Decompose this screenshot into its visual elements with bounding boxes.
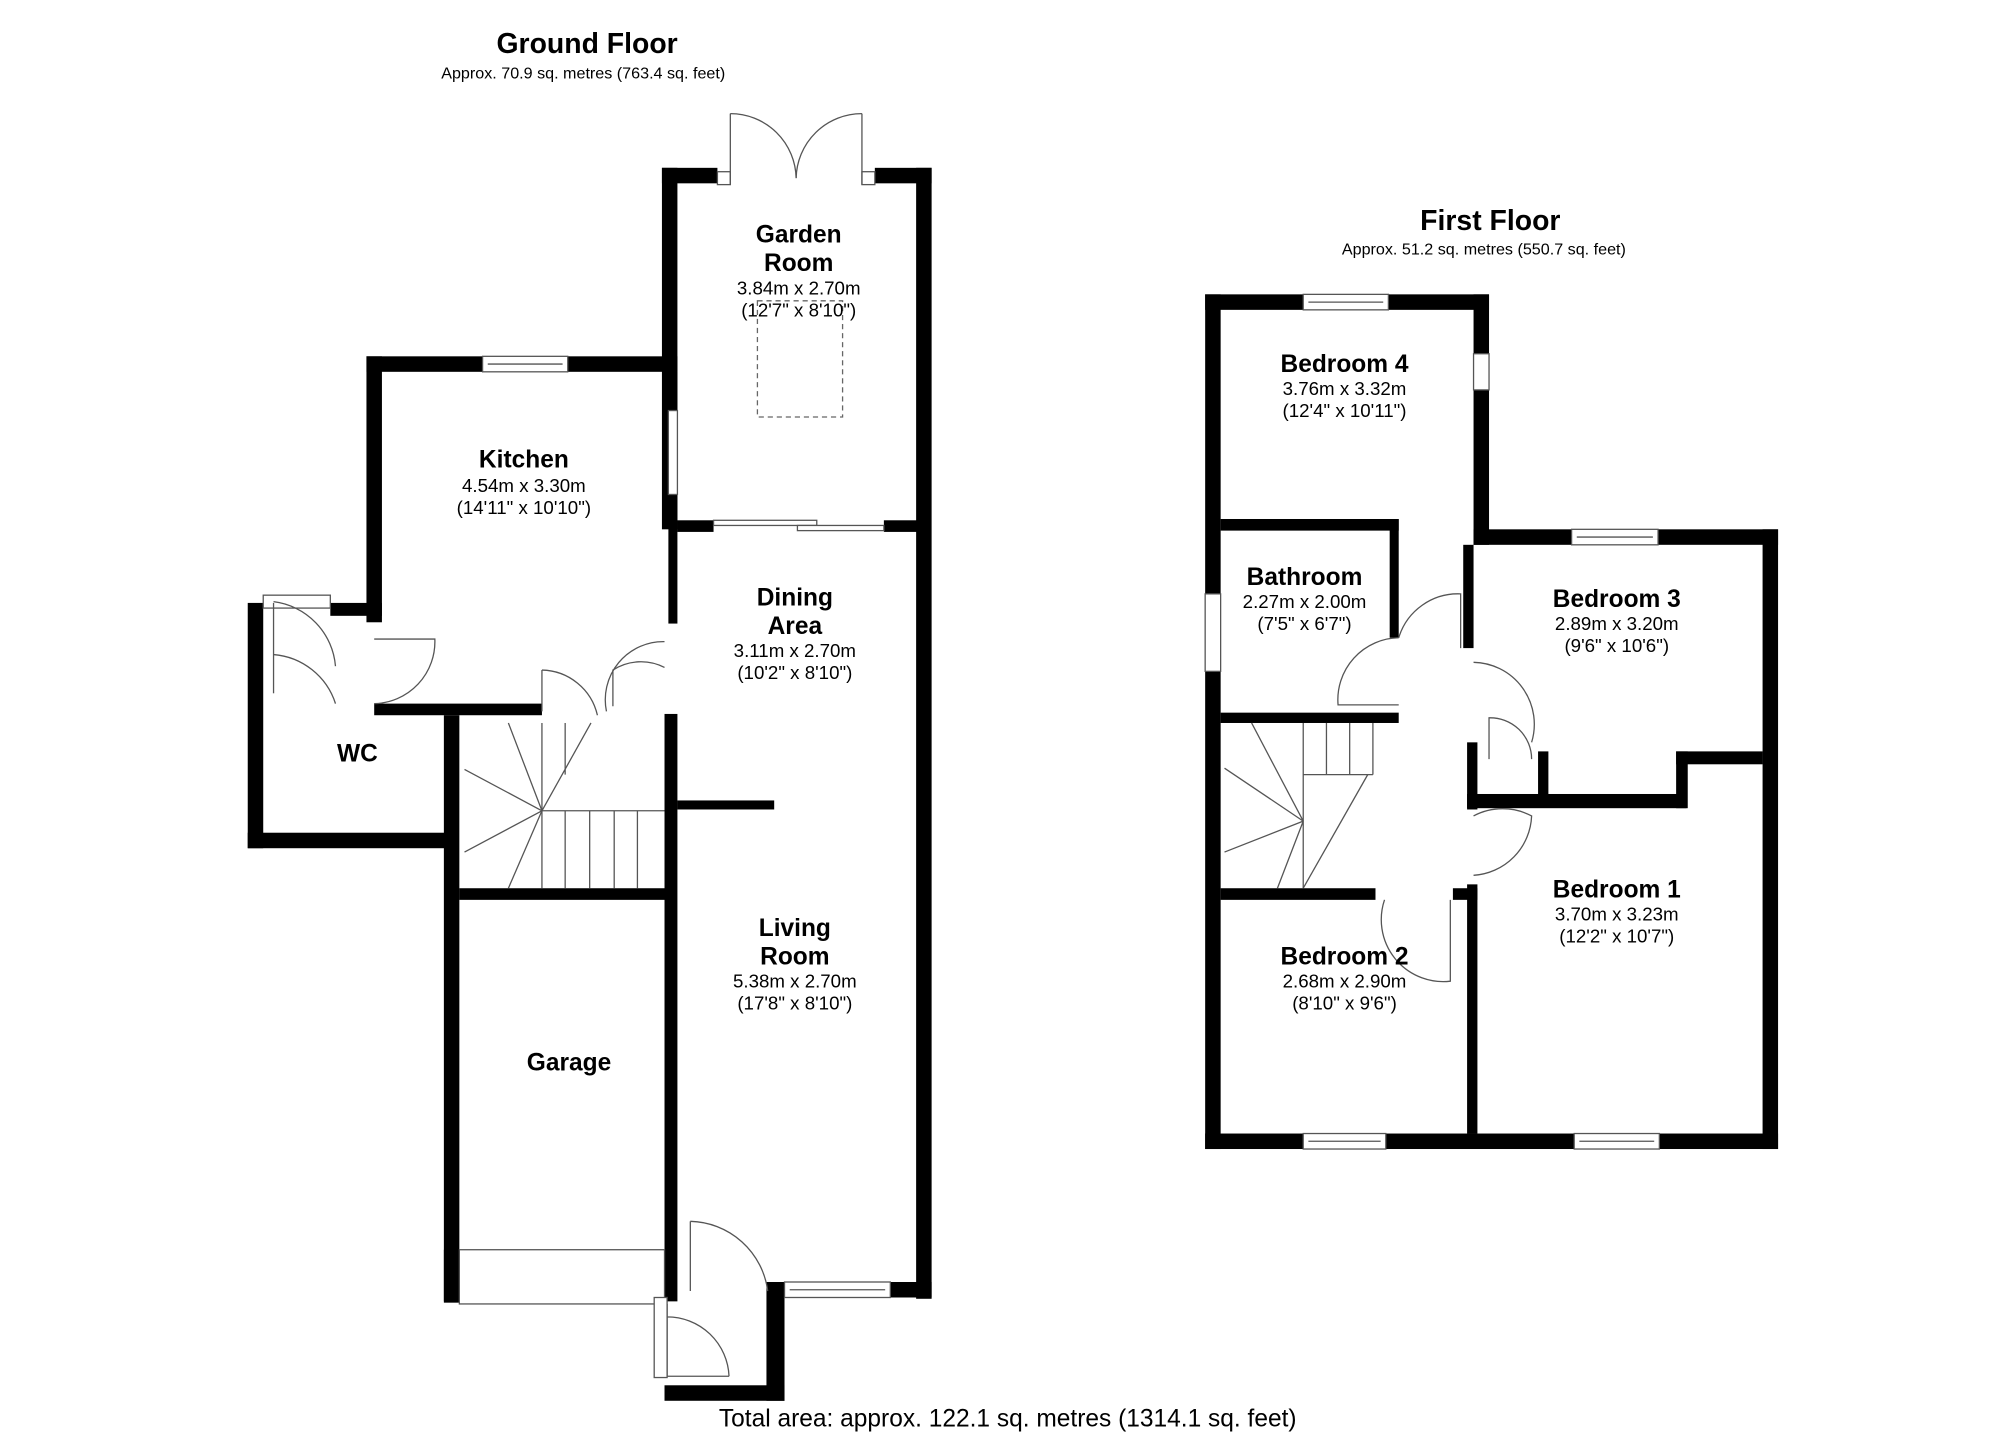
svg-text:Room: Room <box>760 943 829 970</box>
room-dining-area: Dining Area 3.11m x 2.70m (10'2" x 8'10"… <box>734 584 856 683</box>
room-wc: WC <box>337 741 378 768</box>
svg-text:Bedroom 4: Bedroom 4 <box>1281 351 1409 378</box>
svg-text:2.68m x 2.90m: 2.68m x 2.90m <box>1283 971 1407 992</box>
room-bedroom-3: Bedroom 3 2.89m x 3.20m (9'6" x 10'6") <box>1553 586 1681 656</box>
svg-text:(12'4" x 10'11"): (12'4" x 10'11") <box>1283 400 1407 421</box>
svg-text:3.76m x 3.32m: 3.76m x 3.32m <box>1283 378 1407 399</box>
svg-text:3.84m x 2.70m: 3.84m x 2.70m <box>737 277 861 298</box>
room-living-room: Living Room 5.38m x 2.70m (17'8" x 8'10"… <box>733 915 857 1014</box>
ground-floor-fixtures <box>262 112 891 1379</box>
svg-text:Bedroom 1: Bedroom 1 <box>1553 876 1681 903</box>
room-garage: Garage <box>527 1049 611 1076</box>
svg-text:Room: Room <box>764 250 833 277</box>
ground-floor-title: Ground Floor <box>496 28 677 60</box>
first-floor-title: First Floor <box>1420 205 1560 237</box>
first-floor-walls <box>1205 294 1779 1150</box>
svg-text:WC: WC <box>337 741 378 768</box>
svg-text:Garage: Garage <box>527 1049 611 1076</box>
svg-text:2.27m x 2.00m: 2.27m x 2.00m <box>1243 591 1367 612</box>
svg-text:(9'6" x 10'6"): (9'6" x 10'6") <box>1564 635 1669 656</box>
svg-text:5.38m x 2.70m: 5.38m x 2.70m <box>733 971 857 992</box>
svg-text:Bathroom: Bathroom <box>1247 564 1363 591</box>
svg-text:Area: Area <box>768 613 823 640</box>
svg-text:Bedroom 2: Bedroom 2 <box>1281 943 1409 970</box>
first-floor-fixtures <box>1204 293 1660 1150</box>
svg-text:4.54m x 3.30m: 4.54m x 3.30m <box>462 475 586 496</box>
svg-text:(17'8" x 8'10"): (17'8" x 8'10") <box>737 993 852 1014</box>
svg-text:Garden: Garden <box>756 222 842 249</box>
svg-text:3.11m x 2.70m: 3.11m x 2.70m <box>734 640 856 661</box>
first-floor-area: Approx. 51.2 sq. metres (550.7 sq. feet) <box>1342 240 1626 258</box>
ground-floor-walls <box>247 167 932 1401</box>
room-bedroom-1: Bedroom 1 3.70m x 3.23m (12'2" x 10'7") <box>1553 876 1681 946</box>
room-bathroom: Bathroom 2.27m x 2.00m (7'5" x 6'7") <box>1243 564 1367 634</box>
room-bedroom-4: Bedroom 4 3.76m x 3.32m (12'4" x 10'11") <box>1281 351 1409 421</box>
svg-text:(8'10" x 9'6"): (8'10" x 9'6") <box>1292 993 1397 1014</box>
svg-text:2.89m x 3.20m: 2.89m x 3.20m <box>1555 613 1679 634</box>
svg-text:(12'7" x 8'10"): (12'7" x 8'10") <box>741 299 856 320</box>
svg-text:Kitchen: Kitchen <box>479 446 569 473</box>
svg-text:(7'5" x 6'7"): (7'5" x 6'7") <box>1257 613 1351 634</box>
room-bedroom-2: Bedroom 2 2.68m x 2.90m (8'10" x 9'6") <box>1281 943 1409 1013</box>
total-area: Total area: approx. 122.1 sq. metres (13… <box>719 1406 1297 1433</box>
svg-text:Dining: Dining <box>757 584 833 611</box>
svg-text:3.70m x 3.23m: 3.70m x 3.23m <box>1555 904 1679 925</box>
room-garden-room: Garden Room 3.84m x 2.70m (12'7" x 8'10"… <box>737 222 861 321</box>
svg-text:Living: Living <box>759 915 831 942</box>
svg-text:(10'2" x 8'10"): (10'2" x 8'10") <box>737 662 852 683</box>
svg-text:Bedroom 3: Bedroom 3 <box>1553 586 1681 613</box>
svg-text:(14'11" x 10'10"): (14'11" x 10'10") <box>457 497 591 518</box>
svg-text:(12'2" x 10'7"): (12'2" x 10'7") <box>1559 925 1674 946</box>
room-kitchen: Kitchen 4.54m x 3.30m (14'11" x 10'10") <box>457 446 591 517</box>
ground-floor-area: Approx. 70.9 sq. metres (763.4 sq. feet) <box>441 65 725 83</box>
